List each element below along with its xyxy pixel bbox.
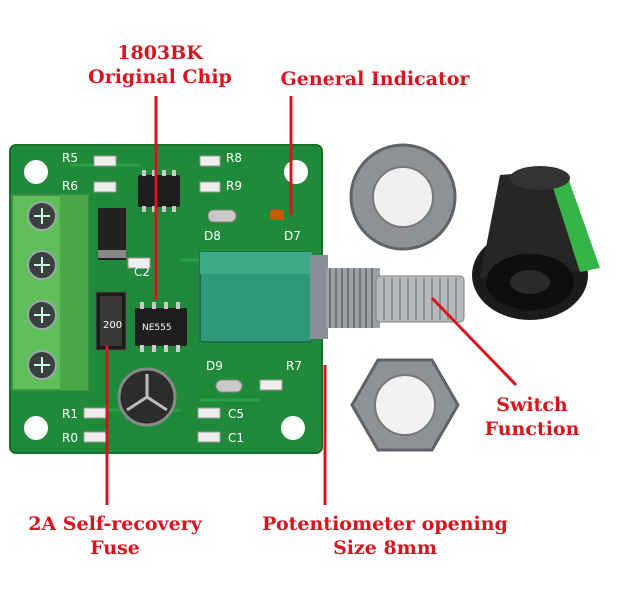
switch-pointer-line <box>430 296 518 387</box>
silk-r7: R7 <box>286 359 302 373</box>
silk-fuse-text: 200 <box>103 320 122 331</box>
fuse-label-line2: Fuse <box>90 537 140 559</box>
potentiometer-label-line2: Size 8mm <box>333 537 437 559</box>
potentiometer <box>199 251 465 343</box>
silk-c5: C5 <box>228 407 244 421</box>
silk-r0: R0 <box>62 431 78 445</box>
smd-components <box>83 155 284 443</box>
potentiometer-callout-label: Potentiometer opening Size 8mm <box>255 512 515 560</box>
washer <box>349 143 457 251</box>
silk-chip-text: NE555 <box>142 323 172 333</box>
fuse-callout-label: 2A Self-recovery Fuse <box>20 512 210 560</box>
switch-label-line1: Switch <box>496 394 568 416</box>
potentiometer-label-line1: Potentiometer opening <box>262 513 508 535</box>
indicator-label-line1: General Indicator <box>280 68 470 90</box>
switch-label-line2: Function <box>484 418 580 440</box>
callout-lines <box>105 96 518 505</box>
fuse-label-line1: 2A Self-recovery <box>28 513 202 535</box>
silkscreen-labels: R5 R6 R8 R9 D8 D7 C2 D9 R7 R1 R0 C5 C1 N… <box>62 151 302 445</box>
silk-r9: R9 <box>226 179 242 193</box>
silk-d7: D7 <box>284 229 301 243</box>
screw-terminal-block <box>11 194 89 391</box>
silk-d9: D9 <box>206 359 223 373</box>
switch-callout-label: Switch Function <box>472 393 592 441</box>
chip-callout-label: 1803BK Original Chip <box>60 41 260 89</box>
hex-nut <box>350 358 460 452</box>
chip-label-line1: 1803BK <box>117 42 203 64</box>
control-knob <box>472 166 600 320</box>
indicator-callout-label: General Indicator <box>275 67 475 91</box>
silk-d8: D8 <box>204 229 221 243</box>
silk-r5: R5 <box>62 151 78 165</box>
silk-c2: C2 <box>134 265 150 279</box>
silk-c1: C1 <box>228 431 244 445</box>
chip-label-line2: Original Chip <box>88 66 232 88</box>
silk-r6: R6 <box>62 179 78 193</box>
silk-r1: R1 <box>62 407 78 421</box>
silk-r8: R8 <box>226 151 242 165</box>
